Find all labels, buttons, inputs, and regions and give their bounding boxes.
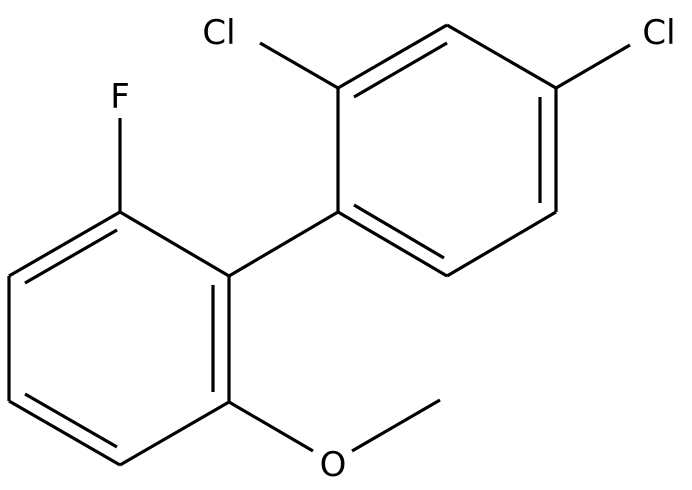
bond-ring-right-5 (446, 210, 557, 278)
bond-c-cl-top (259, 41, 339, 90)
right-benzene-ring (336, 23, 558, 278)
bond-c-cl-right (555, 43, 631, 90)
bond-ring-right-6 (337, 210, 448, 278)
bond-ring-left-3 (8, 399, 121, 467)
chlorine-top-label: Cl (202, 13, 235, 53)
chlorine-right-label: Cl (642, 13, 675, 53)
bond-ring-right-3 (446, 23, 557, 90)
bond-ring-left-6 (119, 210, 230, 278)
bond-ring-right-2 (337, 23, 448, 90)
bond-ring-left-4 (119, 400, 230, 467)
bond-ring-left-1-inner (24, 228, 118, 285)
oxygen-label: O (320, 445, 347, 485)
bond-ring-right-2-inner (353, 41, 448, 99)
bond-ring-left-1 (8, 210, 121, 278)
fluorine-label: F (110, 77, 130, 117)
left-benzene-ring (7, 210, 231, 467)
bond-o-methyl (351, 398, 441, 453)
bond-ring-right-6-inner (353, 203, 445, 260)
bond-biaryl (228, 210, 339, 278)
bond-c-o (228, 400, 314, 453)
bond-ring-left-3-inner (24, 392, 118, 449)
